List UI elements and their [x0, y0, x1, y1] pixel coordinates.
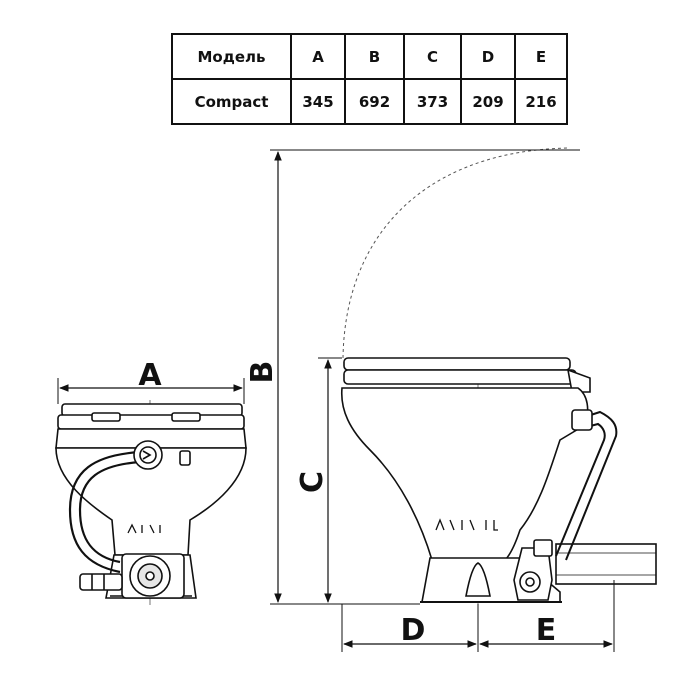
header-d: D	[460, 33, 516, 80]
dimension-d-label: D	[401, 613, 426, 648]
dimension-a-label: A	[138, 358, 162, 393]
dimension-e: E	[479, 580, 615, 652]
dimension-e-label: E	[536, 613, 557, 648]
cell-d: 209	[460, 78, 516, 125]
header-a: A	[290, 33, 346, 80]
dimensions-table: Модель A B C D E Compact 345 692 373 209…	[171, 33, 568, 125]
header-c: C	[403, 33, 462, 80]
cell-a: 345	[290, 78, 346, 125]
table-row: Compact 345 692 373 209 216	[171, 78, 568, 125]
dimension-a: A	[57, 358, 245, 404]
dimension-b-label: B	[245, 361, 280, 384]
front-view	[55, 400, 247, 605]
dimension-b: B	[245, 149, 580, 605]
dimension-c-label: C	[295, 471, 330, 493]
cell-c: 373	[403, 78, 462, 125]
header-b: B	[344, 33, 405, 80]
dimension-d: D	[341, 604, 479, 652]
dimension-c: C	[295, 357, 342, 603]
header-e: E	[514, 33, 568, 80]
cell-model-name: Compact	[171, 78, 292, 125]
header-model: Модель	[171, 33, 292, 80]
side-view	[340, 147, 657, 648]
table-header-row: Модель A B C D E	[171, 33, 568, 80]
cell-b: 692	[344, 78, 405, 125]
cell-e: 216	[514, 78, 568, 125]
